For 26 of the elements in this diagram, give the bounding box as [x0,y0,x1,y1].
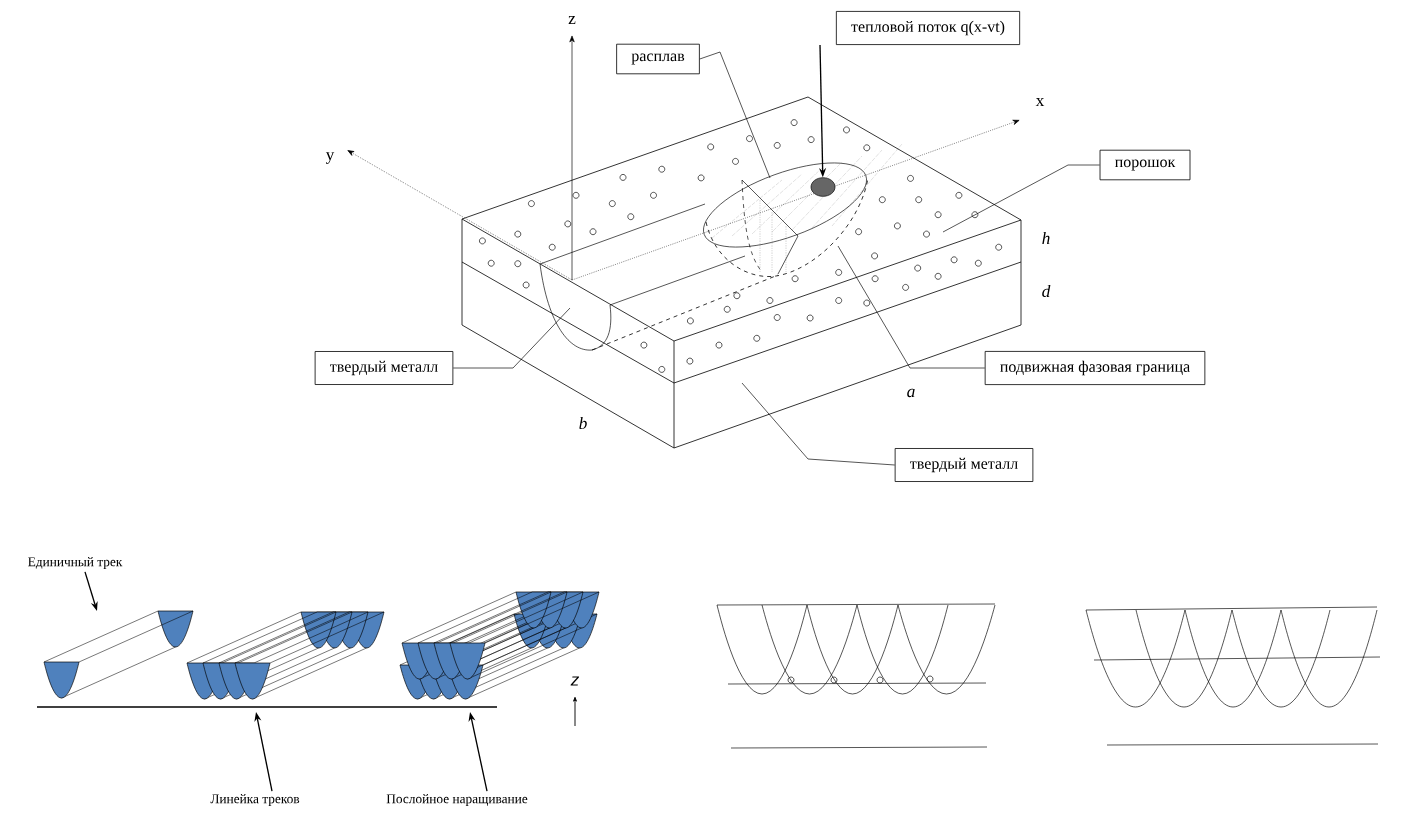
label-box: твердый металл [894,448,1034,482]
leader-line [452,307,571,369]
axis-label: z [568,16,576,24]
label-box: подвижная фазовая граница [984,351,1206,385]
label-box: тепловой поток q(x-vt) [835,11,1021,45]
caption-text: Послойное наращивание [386,794,528,806]
track-drawing [43,610,194,699]
caption-text: Линейка треков [210,794,300,806]
leader-line [942,164,1100,233]
label-box: расплав [616,43,700,75]
label-box: твердый металл [314,351,454,385]
leader-line [741,382,896,466]
dimension-label: a [907,388,915,398]
dimension-label: d [1042,284,1051,298]
track-drawing [186,611,385,700]
heat-spot [810,177,836,197]
axis-label: x [1035,98,1045,106]
caption-text: Единичный трек [28,557,123,569]
axis-label: y [325,152,335,164]
label-box: порошок [1099,149,1191,181]
dimension-label: b [579,416,587,430]
track-drawing [399,591,600,700]
axis-label: z [570,676,580,686]
dimension-label: h [1042,232,1050,244]
leader-line [837,245,986,369]
leader-line [699,51,771,179]
